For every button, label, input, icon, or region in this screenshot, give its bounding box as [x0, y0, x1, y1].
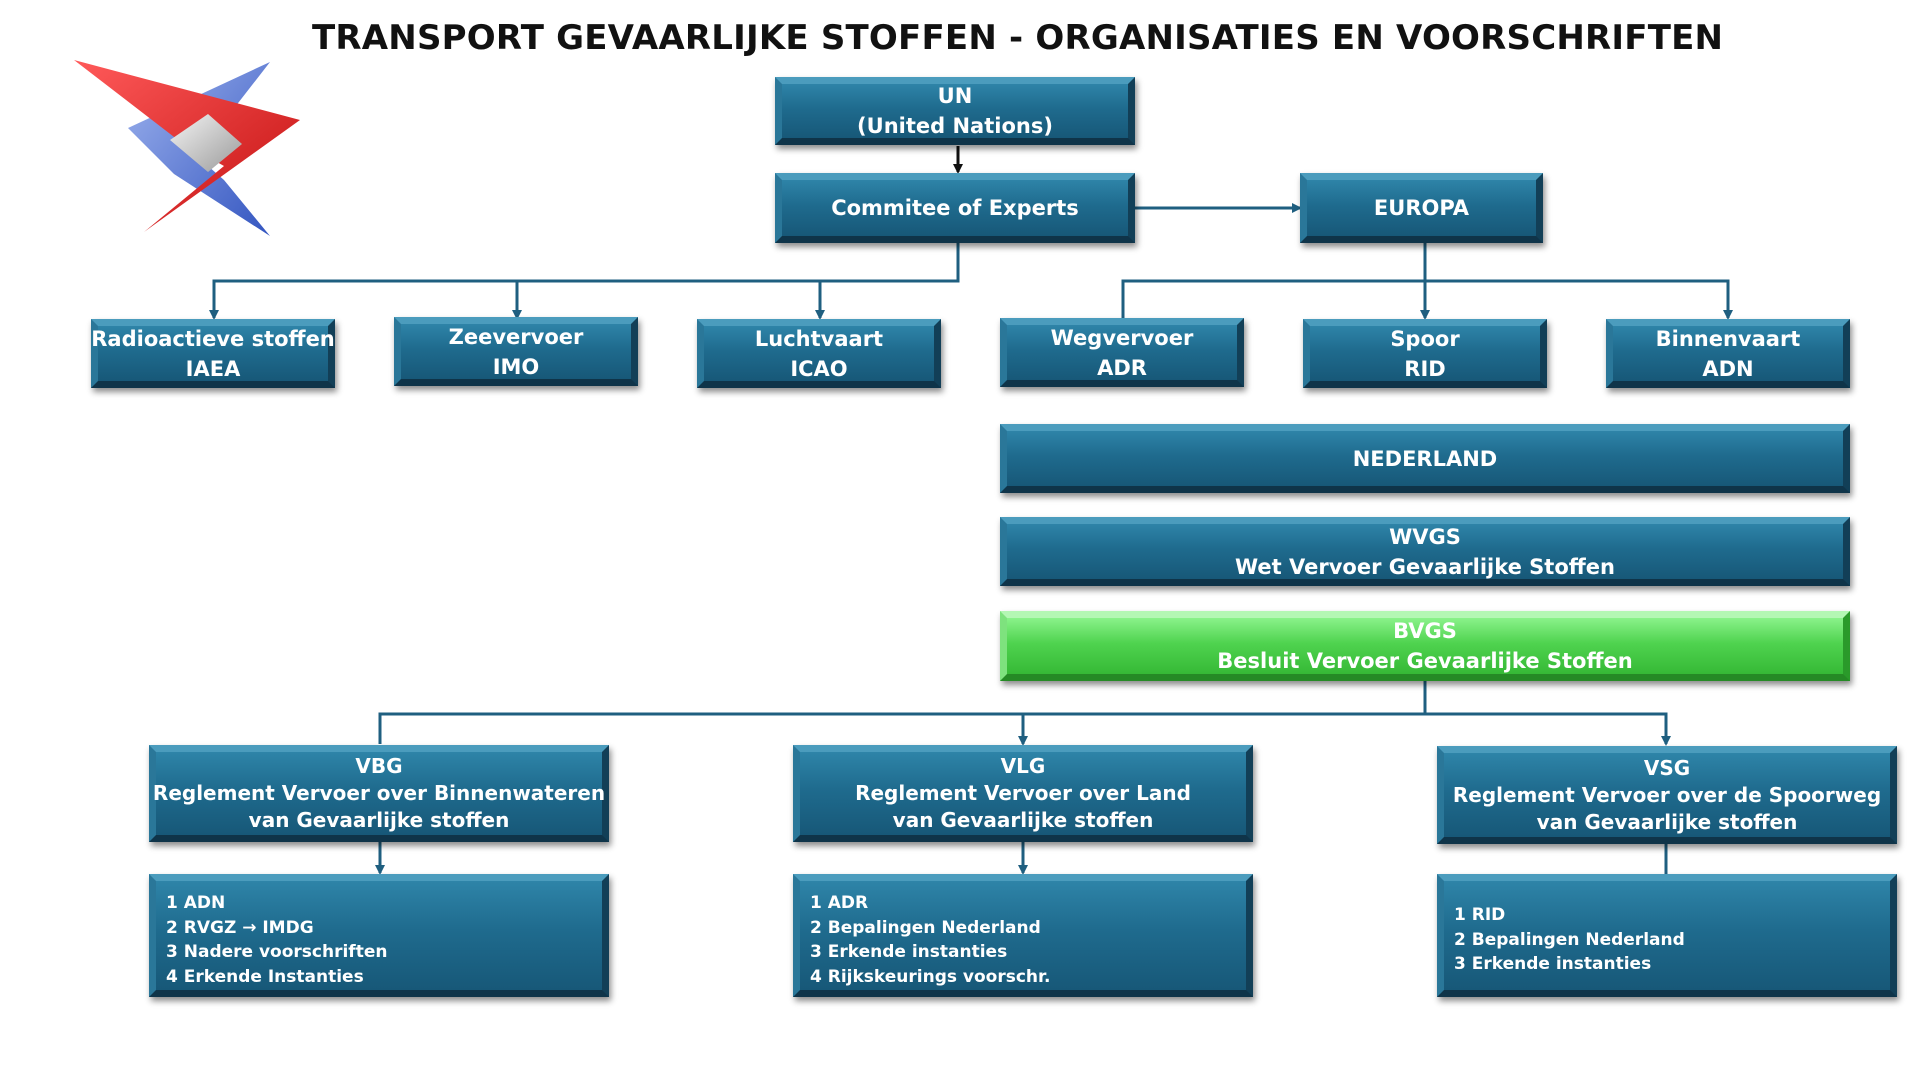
node-wvgs-line2: Wet Vervoer Gevaarlijke Stoffen: [1235, 554, 1615, 579]
node-vsg-line2: Reglement Vervoer over de Spoorweg: [1452, 782, 1882, 807]
page-title: TRANSPORT GEVAARLIJKE STOFFEN - ORGANISA…: [312, 18, 1724, 58]
vbg-list-item: 2 RVGZ → IMDG: [166, 917, 314, 938]
node-wegvervoer: Wegvervoer ADR: [1000, 318, 1244, 387]
node-weg-line1: Wegvervoer: [1050, 325, 1194, 350]
node-vsg-line1: VSG: [1643, 755, 1691, 780]
node-radioactief-line1: Radioactieve stoffen: [91, 326, 335, 351]
node-bvgs-line1: BVGS: [1393, 619, 1457, 643]
node-vlg-list: 1 ADR 2 Bepalingen Nederland 3 Erkende i…: [793, 874, 1253, 997]
vlg-list-item: 1 ADR: [810, 893, 869, 913]
node-vbg: VBG Reglement Vervoer over Binnenwateren…: [149, 745, 609, 842]
node-spoor-line2: RID: [1404, 356, 1446, 381]
node-zee-line1: Zeevervoer: [448, 324, 584, 349]
vsg-list-item: 1 RID: [1454, 905, 1506, 925]
node-weg-line2: ADR: [1097, 355, 1147, 380]
node-europa-label: EUROPA: [1373, 196, 1470, 220]
node-binnenvaart-line1: Binnenvaart: [1655, 326, 1801, 351]
node-lucht-line2: ICAO: [790, 356, 848, 381]
node-un-line2: (United Nations): [857, 114, 1053, 138]
node-un-line1: UN: [937, 84, 973, 108]
vbg-list-item: 1 ADN: [166, 893, 226, 913]
node-vsg-line3: van Gevaarlijke stoffen: [1536, 809, 1798, 834]
node-un: UN (United Nations): [775, 77, 1135, 145]
node-vsg-list: 1 RID 2 Bepalingen Nederland 3 Erkende i…: [1437, 874, 1897, 997]
node-vlg-line2: Reglement Vervoer over Land: [855, 781, 1191, 805]
node-vbg-list: 1 ADN 2 RVGZ → IMDG 3 Nadere voorschrift…: [149, 874, 609, 997]
node-spoor: Spoor RID: [1303, 319, 1547, 388]
node-bvgs: BVGS Besluit Vervoer Gevaarlijke Stoffen: [1000, 611, 1850, 681]
vbg-list-item: 3 Nadere voorschriften: [166, 942, 388, 962]
vsg-list-item: 3 Erkende instanties: [1454, 954, 1652, 974]
vbg-list-item: 4 Erkende Instanties: [166, 966, 364, 987]
node-committee-label: Commitee of Experts: [831, 196, 1079, 220]
node-spoor-line1: Spoor: [1390, 326, 1460, 351]
node-committee-of-experts: Commitee of Experts: [775, 173, 1135, 243]
node-vsg: VSG Reglement Vervoer over de Spoorweg v…: [1437, 746, 1897, 844]
company-logo-icon: [74, 60, 300, 236]
node-binnenvaart: Binnenvaart ADN: [1606, 319, 1850, 388]
node-radioactief-line2: IAEA: [185, 356, 241, 381]
node-vlg: VLG Reglement Vervoer over Land van Geva…: [793, 745, 1253, 842]
node-binnenvaart-line2: ADN: [1702, 356, 1754, 381]
node-nederland-label: NEDERLAND: [1352, 446, 1498, 471]
node-vbg-line1: VBG: [355, 754, 403, 778]
node-zeevervoer: Zeevervoer IMO: [394, 317, 638, 386]
node-vbg-line3: van Gevaarlijke stoffen: [248, 808, 510, 832]
vlg-list-item: 2 Bepalingen Nederland: [810, 917, 1041, 938]
node-wvgs-line1: WVGS: [1389, 524, 1461, 549]
node-luchtvaart: Luchtvaart ICAO: [697, 319, 941, 388]
node-vlg-line1: VLG: [1000, 754, 1046, 778]
node-radioactieve-stoffen: Radioactieve stoffen IAEA: [91, 319, 335, 388]
node-zee-line2: IMO: [492, 354, 540, 379]
vsg-list-item: 2 Bepalingen Nederland: [1454, 929, 1685, 950]
node-wvgs: WVGS Wet Vervoer Gevaarlijke Stoffen: [1000, 517, 1850, 586]
node-vbg-line2: Reglement Vervoer over Binnenwateren: [152, 781, 606, 805]
node-vlg-line3: van Gevaarlijke stoffen: [892, 808, 1154, 832]
vlg-list-item: 3 Erkende instanties: [810, 942, 1008, 962]
node-lucht-line1: Luchtvaart: [754, 326, 884, 351]
node-bvgs-line2: Besluit Vervoer Gevaarlijke Stoffen: [1217, 649, 1633, 673]
node-nederland: NEDERLAND: [1000, 424, 1850, 493]
node-europa: EUROPA: [1300, 173, 1543, 243]
vlg-list-item: 4 Rijkskeurings voorschr.: [810, 966, 1051, 987]
